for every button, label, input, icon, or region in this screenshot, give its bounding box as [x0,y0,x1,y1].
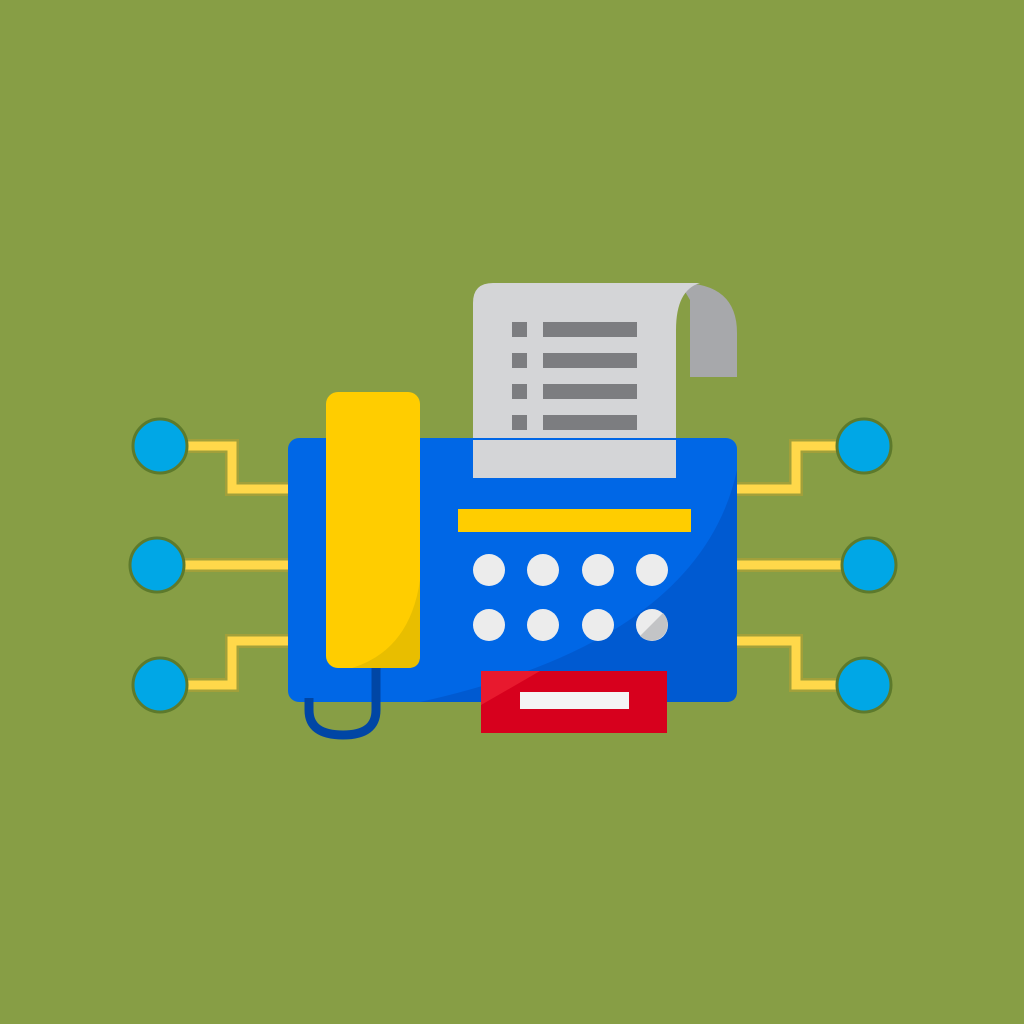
handset-body [326,392,420,668]
paper-sheet [473,283,737,478]
paper-slot-lip [473,440,676,478]
tray-highlight [481,671,540,705]
paper-body [473,283,700,478]
handset [304,392,420,740]
paper-line [543,415,637,430]
keypad-button[interactable] [582,609,614,641]
paper-lines [512,322,637,430]
paper-bullet [512,322,527,337]
paper-bullet [512,384,527,399]
circuit-connectors [128,417,898,714]
circuit-nodes [128,417,898,714]
paper-tray [481,671,667,733]
keypad-button[interactable] [473,554,505,586]
keypad-button[interactable] [636,554,668,586]
paper-bullet [512,353,527,368]
keypad [473,554,668,641]
tray-slot [520,692,629,709]
keypad-button[interactable] [582,554,614,586]
paper-line [543,322,637,337]
paper-line [543,384,637,399]
body-shade [420,470,737,702]
paper-line [543,353,637,368]
keypad-button[interactable] [527,609,559,641]
display-bar [458,509,691,532]
keypad-button[interactable] [527,554,559,586]
node-right-bottom [835,656,893,714]
keypad-button-shade [640,613,668,641]
node-left-bottom [131,656,189,714]
handset-cord [304,668,381,740]
node-left-middle [128,536,186,594]
wire-left-bottom-fill [160,636,292,690]
wire-right-bottom-fill [735,636,864,690]
handset-shade [352,580,420,668]
wire-right-top-fill [735,441,864,494]
wire-left-top-fill [160,441,292,494]
node-right-middle [840,536,898,594]
keypad-button[interactable] [473,609,505,641]
node-left-top [131,417,189,475]
paper-curl [680,283,737,377]
paper-bullet [512,415,527,430]
node-right-top [835,417,893,475]
